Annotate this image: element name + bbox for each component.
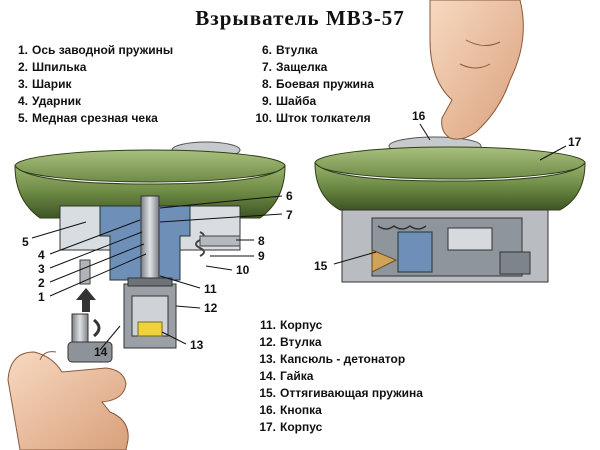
callout-11: 11 [204, 282, 217, 296]
callout-13: 13 [190, 338, 204, 352]
legend-item: 10.Шток толкателя [255, 111, 371, 125]
callout-8: 8 [258, 234, 265, 248]
callout-3: 3 [38, 262, 45, 276]
legend-item: 6.Втулка [261, 43, 318, 57]
callout-1: 1 [38, 290, 45, 304]
legend-left: 1.Ось заводной пружины 2.Шпилька 3.Шарик… [14, 42, 173, 127]
legend-item: 8.Боевая пружина [261, 77, 374, 91]
callout-14: 14 [94, 345, 108, 359]
callout-labels: 5 4 3 2 1 6 7 8 9 10 11 12 13 14 15 16 1… [22, 109, 582, 359]
callout-5: 5 [22, 235, 29, 249]
callout-17: 17 [568, 135, 582, 149]
legend-item: 3.Шарик [17, 77, 72, 91]
callout-2: 2 [38, 276, 45, 290]
legend-item: 9.Шайба [261, 94, 317, 108]
callout-10: 10 [236, 263, 250, 277]
callout-16: 16 [412, 109, 426, 123]
legend-item: 17.Корпус [259, 420, 323, 434]
legend-item: 4.Ударник [17, 94, 81, 108]
callout-12: 12 [204, 301, 218, 315]
legend-item: 2.Шпилька [17, 60, 87, 74]
leader-lines [31, 123, 567, 351]
legend-item: 7.Защелка [261, 60, 328, 74]
left-fuze-cutaway [14, 141, 286, 349]
legend-item: 15.Оттягивающая пружина [259, 386, 423, 400]
callout-15: 15 [314, 259, 328, 273]
legend-item: 5.Медная срезная чека [17, 111, 158, 125]
hand-left-illustration [7, 341, 129, 450]
right-fuze [314, 136, 586, 283]
callout-9: 9 [258, 249, 265, 263]
legend-right: 6.Втулка 7.Защелка 8.Боевая пружина 9.Ша… [250, 42, 374, 127]
legend-item: 16.Кнопка [259, 403, 322, 417]
diagram-title: Взрыватель МВЗ-57 [195, 6, 405, 30]
legend-bottom: 11.Корпус 12.Втулка 13.Капсюль - детонат… [258, 317, 423, 436]
legend-item: 1.Ось заводной пружины [17, 43, 174, 57]
hand-right-illustration [429, 0, 524, 140]
callout-7: 7 [286, 208, 293, 222]
legend-item: 13.Капсюль - детонатор [259, 352, 406, 366]
legend-item: 11.Корпус [259, 318, 323, 332]
callout-6: 6 [286, 189, 293, 203]
legend-item: 12.Втулка [259, 335, 322, 349]
callout-4: 4 [38, 248, 45, 262]
legend-item: 14.Гайка [259, 369, 314, 383]
